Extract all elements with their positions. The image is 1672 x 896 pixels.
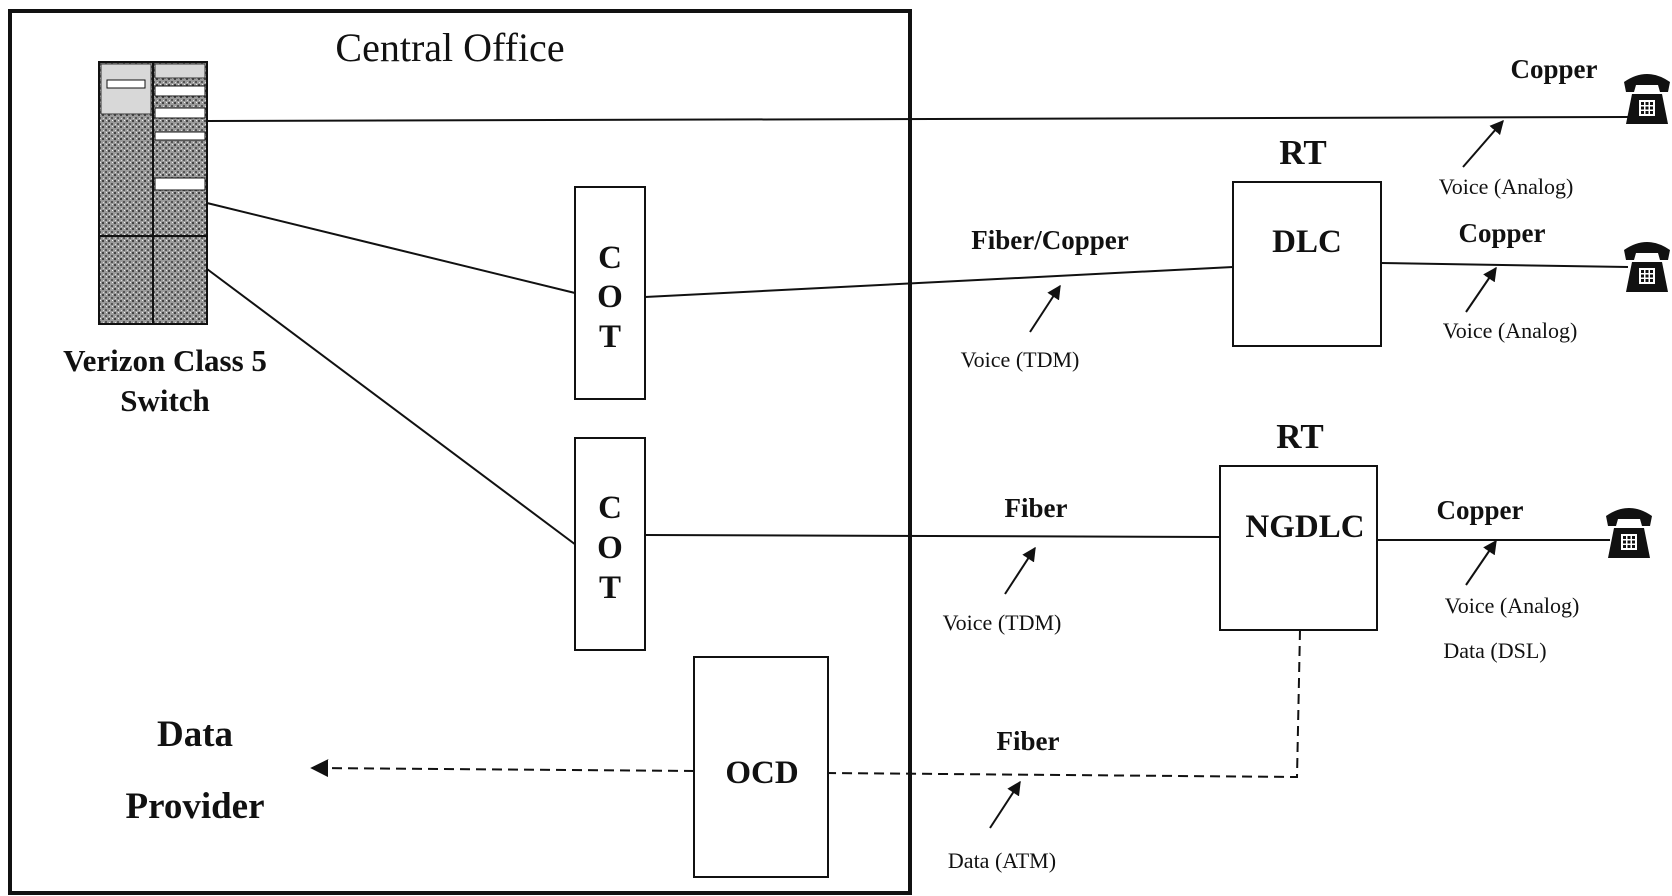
cot1-box	[574, 186, 646, 400]
dlc-drop-line	[1380, 262, 1629, 268]
top-signal-label: Voice (Analog)	[1439, 174, 1574, 199]
dlc-box	[1232, 181, 1382, 347]
switch-label-line2: Switch	[120, 383, 210, 418]
cot1-letter-t: T	[599, 319, 621, 355]
ngdlc-unit-label: NGDLC	[1245, 509, 1364, 545]
data-path-dashed-line	[826, 629, 1301, 779]
dlc-unit-label: DLC	[1272, 224, 1342, 260]
arrow-icon	[1029, 284, 1061, 333]
data-path-signal: Data (ATM)	[948, 848, 1056, 873]
ngdlc-rt-label: RT	[1276, 417, 1323, 456]
top-copper-label: Copper	[1511, 54, 1598, 84]
cot2-box	[574, 437, 646, 651]
ngdlc-box	[1219, 465, 1378, 631]
arrow-icon	[1465, 539, 1497, 586]
switch-to-cot2-line	[206, 268, 581, 549]
ocd-to-data-provider-line	[310, 759, 695, 778]
dlc-feeder-medium: Fiber/Copper	[971, 225, 1128, 255]
central-office-title: Central Office	[335, 25, 564, 70]
switch-to-cot1-line	[206, 202, 576, 294]
dlc-feeder-line	[644, 266, 1234, 298]
arrow-icon	[989, 780, 1021, 829]
ocd-box	[693, 656, 829, 878]
dlc-feeder-signal: Voice (TDM)	[961, 347, 1080, 372]
data-path-medium: Fiber	[997, 726, 1060, 756]
ngdlc-drop-signal-voice: Voice (Analog)	[1445, 593, 1580, 618]
arrow-icon	[1462, 119, 1504, 168]
ocd-label: OCD	[725, 755, 798, 791]
ngdlc-drop-medium: Copper	[1437, 495, 1524, 525]
switch-rack-icon	[98, 61, 208, 325]
top-copper-line	[206, 116, 1629, 122]
ngdlc-feeder-signal: Voice (TDM)	[943, 610, 1062, 635]
ngdlc-drop-signal-data: Data (DSL)	[1443, 638, 1546, 663]
cot2-letter-c: C	[598, 490, 622, 526]
arrow-icon	[1004, 546, 1036, 595]
switch-label-line1: Verizon Class 5	[63, 343, 267, 378]
cot1-letter-c: C	[598, 240, 622, 276]
cot2-letter-o: O	[597, 530, 623, 566]
telephone-icon	[1606, 508, 1652, 558]
data-provider-line2: Provider	[125, 786, 264, 827]
dlc-rt-label: RT	[1279, 133, 1326, 172]
cot1-letter-o: O	[597, 279, 623, 315]
data-provider-line1: Data	[157, 714, 233, 755]
dlc-drop-signal: Voice (Analog)	[1443, 318, 1578, 343]
ngdlc-feeder-line	[644, 534, 1221, 538]
telephone-icon	[1624, 74, 1670, 124]
telephone-icon	[1624, 242, 1670, 292]
dlc-drop-medium: Copper	[1459, 218, 1546, 248]
ngdlc-feeder-medium: Fiber	[1005, 493, 1068, 523]
central-office-boundary	[8, 9, 912, 895]
cot2-letter-t: T	[599, 570, 621, 606]
arrow-icon	[1465, 266, 1497, 313]
